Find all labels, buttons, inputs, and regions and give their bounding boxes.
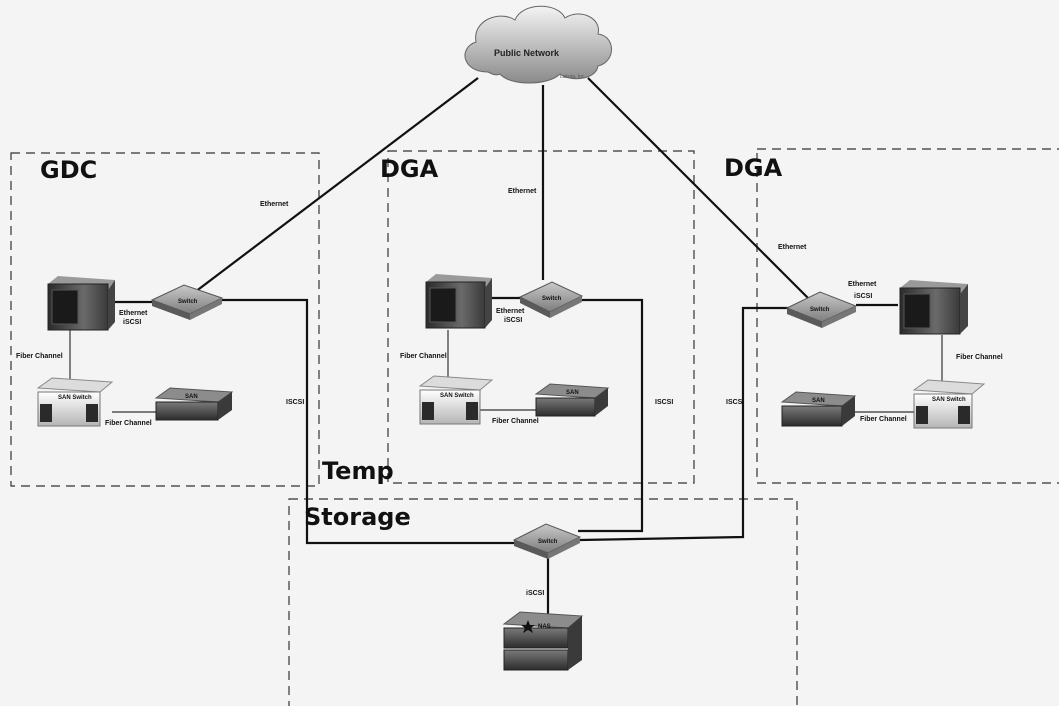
region-title-line2: Storage bbox=[304, 503, 411, 531]
public-network-cloud: Public Network Lakota, Inc. bbox=[464, 5, 612, 84]
wires bbox=[69, 77, 943, 625]
link-label-iscsi-dga2-server: iSCSI bbox=[854, 293, 872, 300]
region-dga-1: DGA bbox=[380, 150, 695, 484]
link-label-ethernet-dga1: Ethernet bbox=[508, 188, 537, 195]
san-dga2: SAN bbox=[780, 391, 857, 427]
nas-label: NAS bbox=[538, 624, 551, 630]
san-switch-label: SAN Switch bbox=[58, 395, 92, 401]
region-title-line1: Temp bbox=[322, 457, 394, 485]
san-switch-gdc: SAN Switch bbox=[36, 377, 114, 427]
san-label: SAN bbox=[566, 390, 579, 396]
switch-label: Switch bbox=[178, 299, 198, 305]
san-label: SAN bbox=[185, 394, 198, 400]
region-title: GDC bbox=[40, 156, 97, 184]
region-gdc: GDC bbox=[10, 152, 320, 487]
san-switch-dga1: SAN Switch bbox=[418, 375, 494, 425]
link-label-iscsi-dga1-temp: ISCSI bbox=[655, 399, 673, 406]
region-title: DGA bbox=[380, 155, 439, 183]
switch-temp-storage: Switch bbox=[512, 523, 582, 559]
link-label-fc-dga1-v: Fiber Channel bbox=[400, 353, 447, 360]
link-label-iscsi-nas: iSCSI bbox=[526, 590, 544, 597]
switch-dga2: Switch bbox=[785, 291, 858, 328]
san-label: SAN bbox=[812, 398, 825, 404]
link-label-fc-dga2-v: Fiber Channel bbox=[956, 354, 1003, 361]
region-title: DGA bbox=[724, 154, 783, 182]
wire-dga1-temp bbox=[578, 298, 644, 533]
wire-cloud-gdc bbox=[194, 77, 479, 293]
wire-gdc-temp bbox=[222, 298, 520, 545]
wire-dga2-temp bbox=[579, 306, 797, 542]
link-label-ethernet-gdc-server: Ethernet bbox=[119, 310, 148, 317]
switch-dga1: Switch bbox=[518, 281, 584, 318]
san-dga1: SAN bbox=[534, 383, 610, 417]
link-label-iscsi-gdc-server: iSCSI bbox=[123, 319, 141, 326]
link-label-iscsi-dga2-temp: ISCSI bbox=[726, 399, 744, 406]
nas-temp-storage: NAS bbox=[502, 611, 584, 671]
link-label-ethernet-dga1-server: Ethernet bbox=[496, 308, 525, 315]
switch-label: Switch bbox=[538, 539, 558, 545]
cloud-sublabel: Lakota, Inc. bbox=[560, 74, 586, 80]
server-dga1 bbox=[425, 274, 492, 329]
switch-gdc: Switch bbox=[150, 284, 224, 320]
link-label-fc-dga1-h: Fiber Channel bbox=[492, 418, 539, 425]
region-dga-2: DGA bbox=[724, 148, 1059, 484]
switch-label: Switch bbox=[810, 307, 830, 313]
link-label-ethernet-dga2: Ethernet bbox=[778, 244, 807, 251]
link-label-fc-gdc-v: Fiber Channel bbox=[16, 353, 63, 360]
san-switch-label: SAN Switch bbox=[440, 393, 474, 399]
san-switch-label: SAN Switch bbox=[932, 397, 966, 403]
wire-cloud-dga2 bbox=[587, 77, 809, 299]
link-label-fc-gdc-h: Fiber Channel bbox=[105, 420, 152, 427]
link-label-ethernet-dga2-server: Ethernet bbox=[848, 281, 877, 288]
region-temp-storage: Temp Storage bbox=[288, 457, 798, 706]
link-label-iscsi-dga1-server: iSCSI bbox=[504, 317, 522, 324]
cloud-label: Public Network bbox=[494, 48, 560, 58]
server-dga2 bbox=[899, 280, 968, 335]
san-switch-dga2: SAN Switch bbox=[912, 379, 986, 429]
link-labels: Ethernet Ethernet Ethernet Ethernet iSCS… bbox=[16, 188, 1003, 597]
link-label-ethernet-gdc: Ethernet bbox=[260, 201, 289, 208]
link-label-fc-dga2-h: Fiber Channel bbox=[860, 416, 907, 423]
switch-label: Switch bbox=[542, 296, 562, 302]
san-gdc: SAN bbox=[154, 387, 234, 421]
link-label-iscsi-gdc-temp: ISCSI bbox=[286, 399, 304, 406]
server-gdc bbox=[47, 276, 115, 331]
